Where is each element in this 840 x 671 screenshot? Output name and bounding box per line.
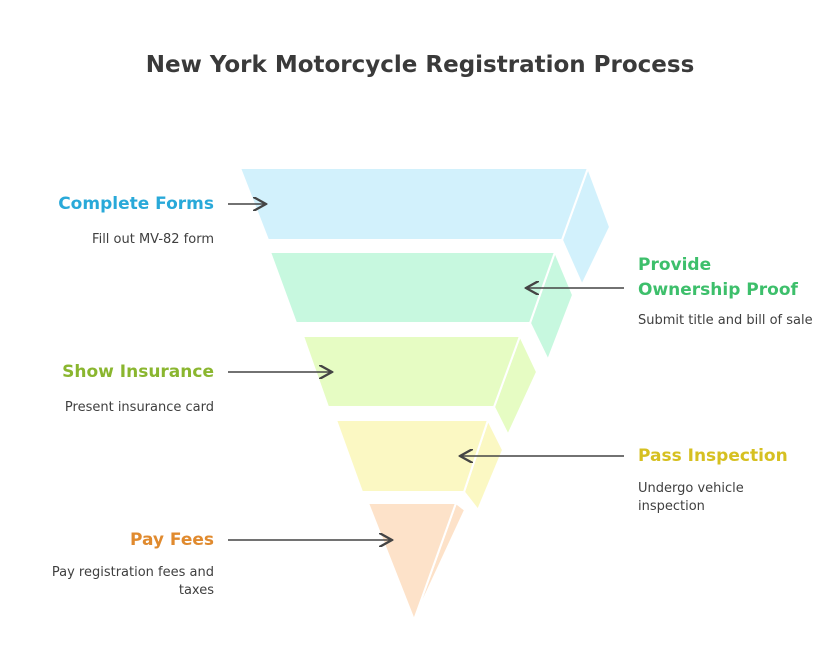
step-description-pay-fees: Pay registration fees and taxes — [51, 565, 214, 598]
step-description-provide-ownership-proof: Submit title and bill of sale — [638, 313, 813, 328]
funnel-level-2-face — [268, 251, 557, 324]
diagram-title: New York Motorcycle Registration Process — [145, 52, 695, 78]
funnel-level-3-face — [301, 335, 522, 408]
step-title-pass-inspection: Pass Inspection — [638, 446, 788, 466]
funnel-level-5-face — [366, 502, 458, 623]
funnel-level-pay-fees — [366, 501, 467, 623]
step-title-pay-fees: Pay Fees — [129, 530, 214, 550]
funnel-level-1-face — [238, 167, 590, 241]
step-title-show-insurance: Show Insurance — [62, 362, 214, 382]
funnel-level-4-face — [334, 419, 490, 493]
step-description-show-insurance: Present insurance card — [64, 400, 214, 415]
step-description-complete-forms: Fill out MV-82 form — [92, 232, 214, 247]
funnel-level-complete-forms — [238, 165, 612, 288]
funnel-level-show-insurance — [301, 333, 539, 438]
step-title-provide-ownership-proof: Provide Ownership Proof — [638, 255, 798, 300]
funnel-level-pass-inspection — [334, 417, 505, 512]
funnel-level-provide-ownership-proof — [268, 249, 575, 363]
step-description-pass-inspection: Undergo vehicle inspection — [638, 481, 744, 514]
step-title-complete-forms: Complete Forms — [58, 194, 214, 214]
